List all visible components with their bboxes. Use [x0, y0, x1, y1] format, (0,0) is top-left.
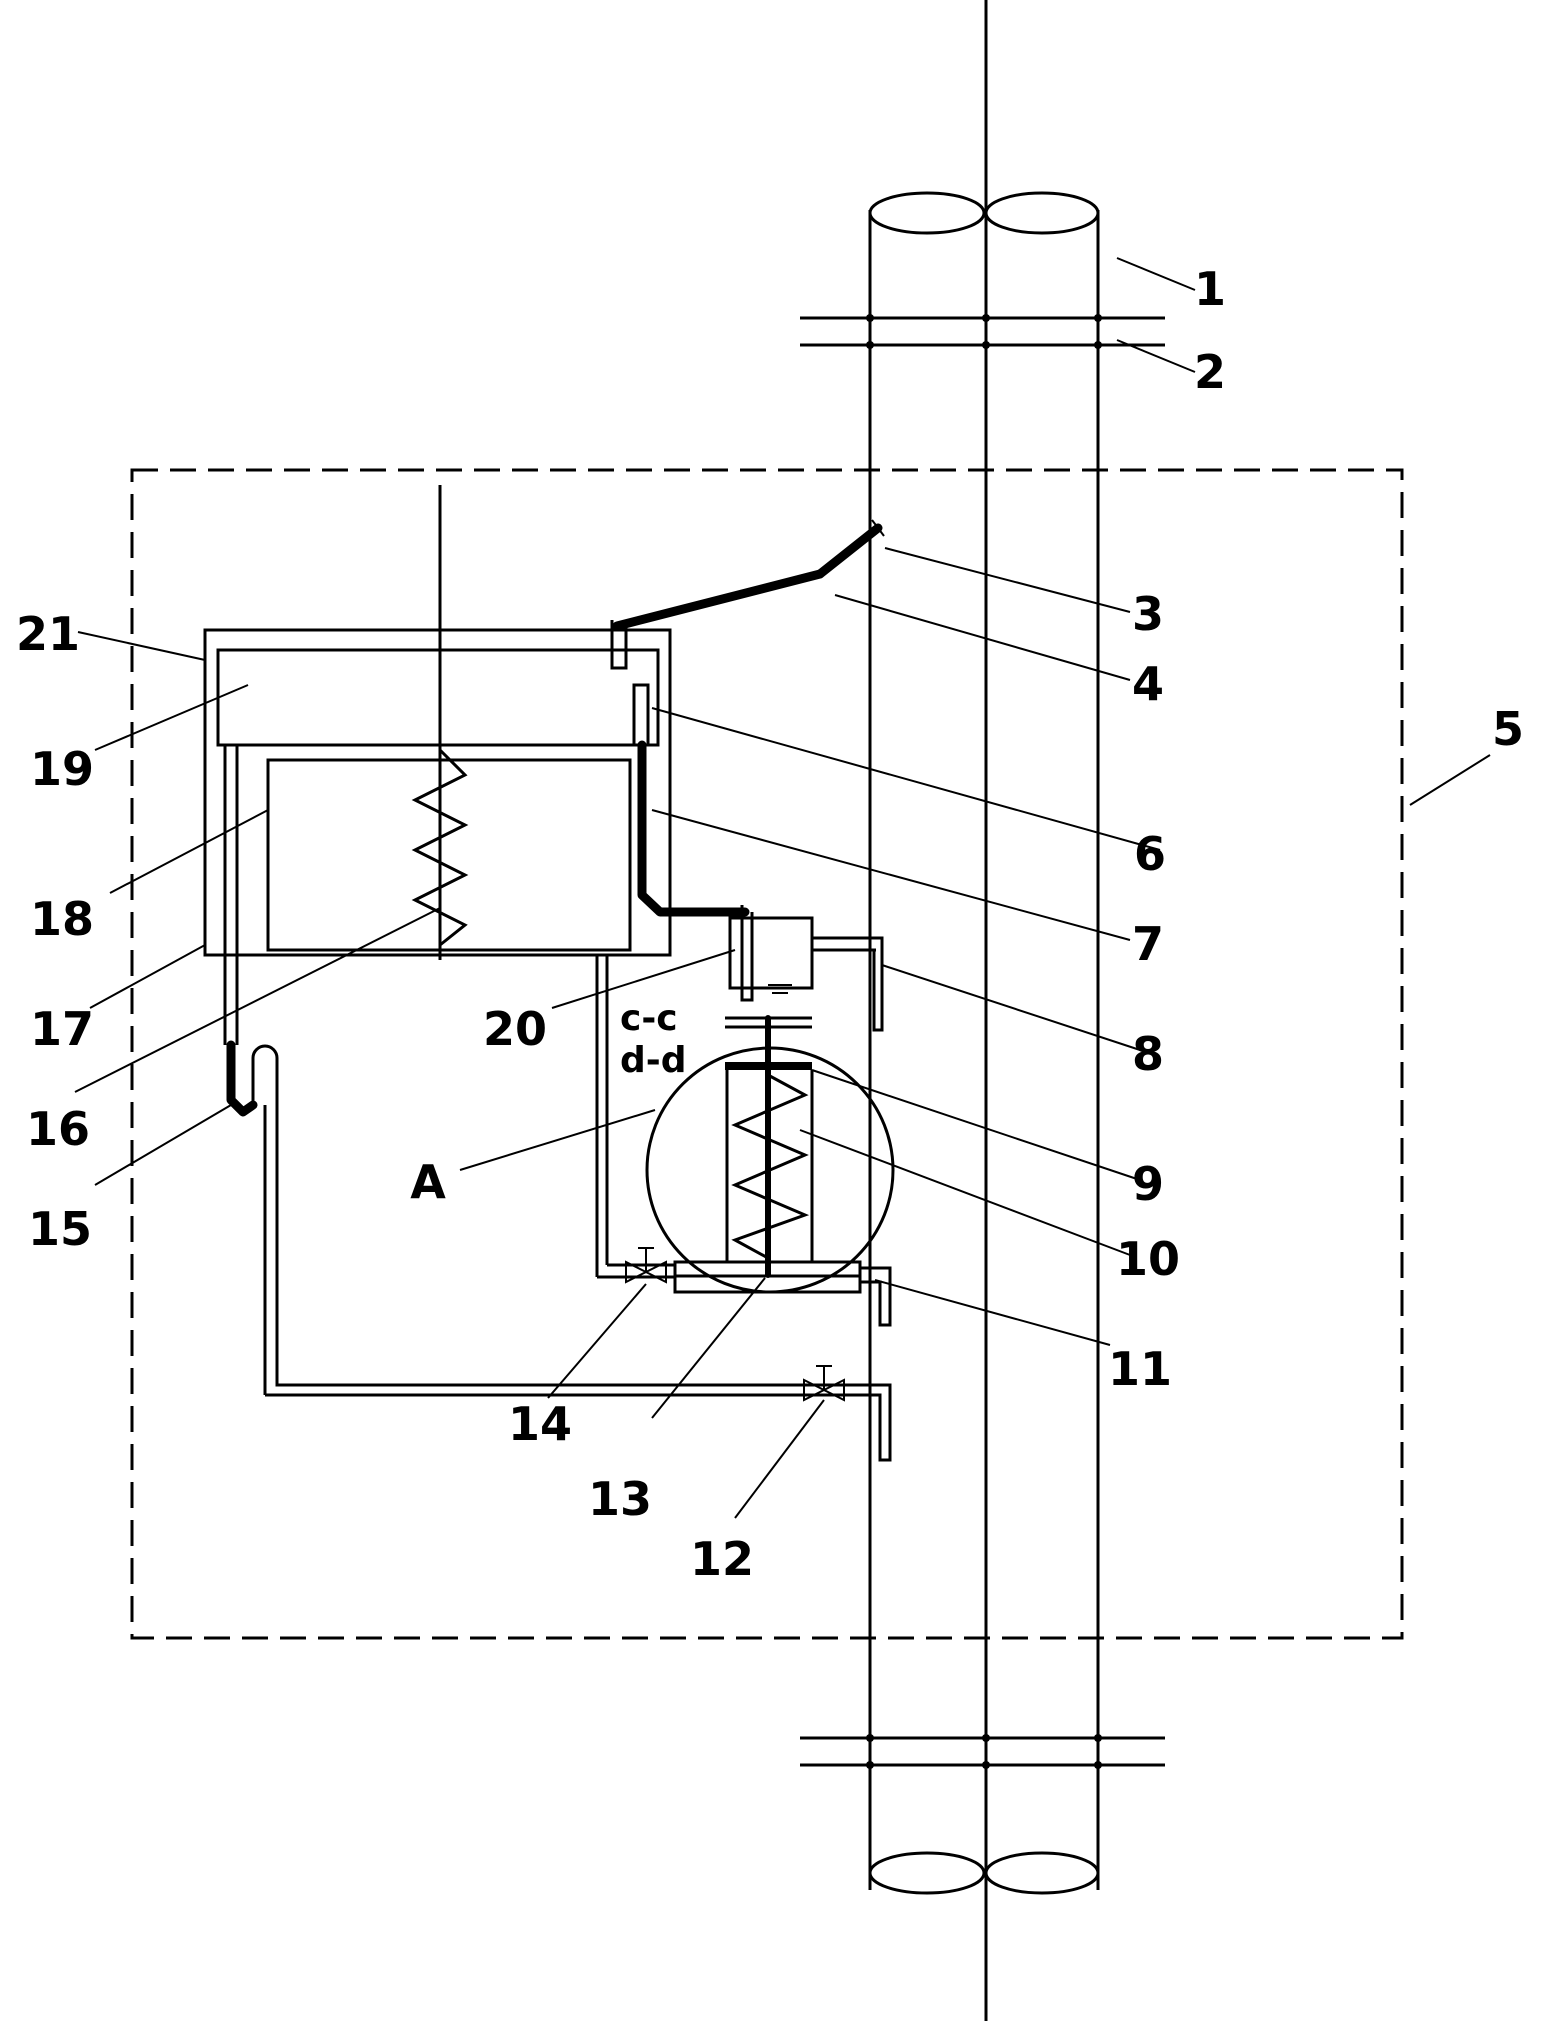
section-label-c-c: c-c	[620, 998, 678, 1039]
outlet-hose	[632, 683, 754, 1002]
leader-lines	[74, 257, 1491, 1519]
label-4: 4	[1132, 657, 1164, 711]
label-14: 14	[508, 1397, 572, 1451]
label-16: 16	[26, 1102, 90, 1156]
flange-lines	[800, 314, 1165, 1769]
label-9: 9	[1132, 1157, 1164, 1211]
valve-spring	[731, 1073, 810, 1260]
section-label-d-d: d-d	[620, 1040, 686, 1081]
label-6: 6	[1134, 827, 1166, 881]
inlet-pipe	[610, 519, 885, 670]
label-7: 7	[1132, 917, 1164, 971]
label-19: 19	[30, 742, 94, 796]
valve-assembly	[645, 1015, 895, 1327]
label-17: 17	[30, 1002, 94, 1056]
label-A: A	[410, 1155, 446, 1209]
label-13: 13	[588, 1472, 652, 1526]
label-18: 18	[30, 892, 94, 946]
valve-14-icon	[625, 1247, 667, 1284]
label-2: 2	[1194, 345, 1226, 399]
label-11: 11	[1108, 1342, 1172, 1396]
label-8: 8	[1132, 1027, 1164, 1081]
pipe-network	[226, 955, 892, 1462]
label-3: 3	[1132, 587, 1164, 641]
label-21: 21	[16, 607, 80, 661]
label-10: 10	[1116, 1232, 1180, 1286]
part-labels: 1 2 3 4 5 6 7 8 9 10 11 12 13 14 15 16 1…	[16, 262, 1524, 1586]
label-1: 1	[1194, 262, 1226, 316]
section-labels: c-c d-d	[620, 998, 686, 1081]
label-12: 12	[690, 1532, 754, 1586]
label-15: 15	[28, 1202, 92, 1256]
tank-assembly	[203, 485, 672, 1045]
label-20: 20	[483, 1002, 547, 1056]
label-5: 5	[1492, 702, 1524, 756]
valve-12-icon	[803, 1365, 845, 1402]
pipe-column	[868, 0, 1100, 2021]
tank-spring	[411, 748, 469, 947]
float-chamber	[725, 916, 884, 1070]
